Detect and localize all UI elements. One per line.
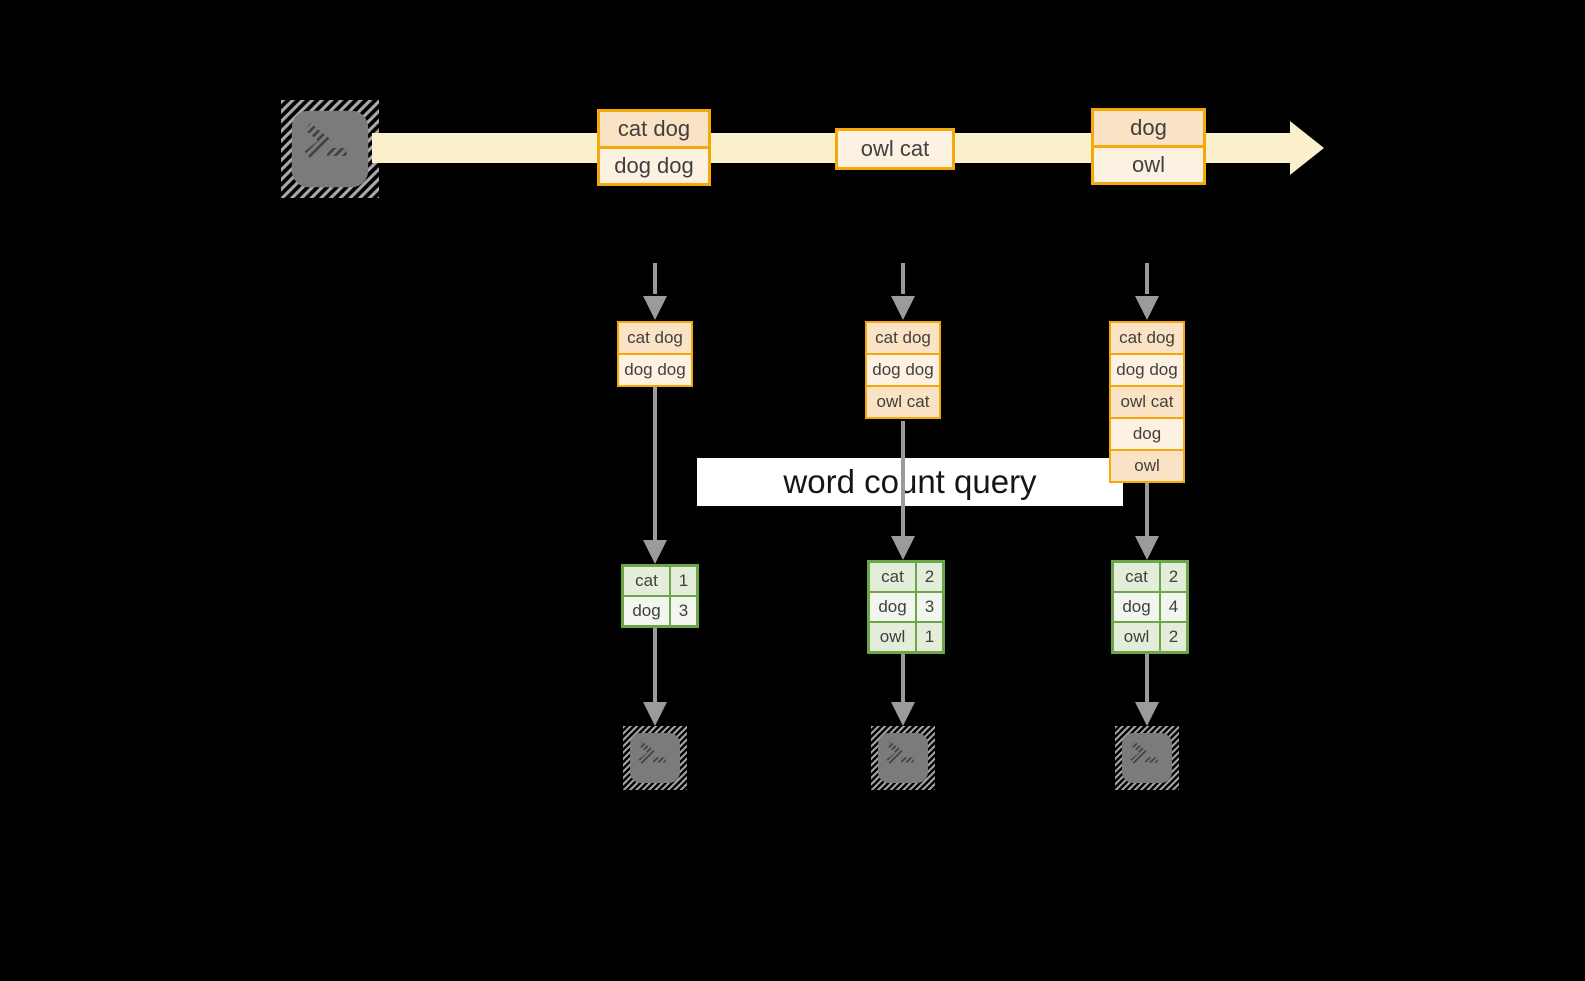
ingest-arrowhead-3 [1135,296,1159,320]
stream-event: owl [1094,145,1203,182]
buffered-event: dog dog [619,353,691,385]
stream-event-group-2: owl cat [835,128,955,170]
output-arrowhead-2 [891,702,915,726]
word-count-table-3: cat 2 dog 4 owl 2 [1111,560,1189,654]
output-arrow-line-2 [901,654,905,702]
count-cell: 3 [917,593,942,621]
output-arrowhead-1 [643,702,667,726]
terminal-output-icon-2 [871,726,935,790]
buffered-event: owl cat [867,385,939,417]
count-cell: 4 [1161,593,1186,621]
word-cell: dog [1114,593,1159,621]
count-cell: 1 [671,567,696,595]
query-arrow-line-1 [653,387,657,540]
event-buffer-1: cat dog dog dog [617,321,693,387]
terminal-source-icon [281,100,379,198]
word-cell: dog [870,593,915,621]
word-count-query-banner: word count query [697,458,1123,506]
event-buffer-2: cat dog dog dog owl cat [865,321,941,419]
terminal-output-icon-1 [623,726,687,790]
query-arrow-line-2 [901,421,905,536]
ingest-dashed-arrow-1 [653,263,657,294]
word-cell: dog [624,597,669,625]
buffered-event: owl [1111,449,1183,481]
buffered-event: cat dog [867,323,939,353]
word-count-table-2: cat 2 dog 3 owl 1 [867,560,945,654]
stream-event-group-1: cat dog dog dog [597,109,711,186]
stream-event: dog [1094,111,1203,145]
query-arrowhead-3 [1135,536,1159,560]
word-cell: cat [624,567,669,595]
word-cell: cat [1114,563,1159,591]
buffered-event: dog dog [867,353,939,385]
ingest-dashed-arrow-2 [901,263,905,294]
output-arrow-line-3 [1145,654,1149,702]
stream-event: owl cat [838,131,952,167]
stream-event-group-3: dog owl [1091,108,1206,185]
event-stream-arrowhead [1290,121,1324,175]
buffered-event: dog [1111,417,1183,449]
count-cell: 2 [1161,563,1186,591]
ingest-dashed-arrow-3 [1145,263,1149,294]
word-cell: cat [870,563,915,591]
word-count-table-1: cat 1 dog 3 [621,564,699,628]
count-cell: 2 [917,563,942,591]
buffered-event: owl cat [1111,385,1183,417]
ingest-arrowhead-1 [643,296,667,320]
ingest-arrowhead-2 [891,296,915,320]
buffered-event: dog dog [1111,353,1183,385]
count-cell: 3 [671,597,696,625]
count-cell: 1 [917,623,942,651]
word-cell: owl [870,623,915,651]
output-arrowhead-3 [1135,702,1159,726]
buffered-event: cat dog [619,323,691,353]
query-arrowhead-2 [891,536,915,560]
stream-event: cat dog [600,112,708,146]
terminal-output-icon-3 [1115,726,1179,790]
query-arrowhead-1 [643,540,667,564]
event-buffer-3: cat dog dog dog owl cat dog owl [1109,321,1185,483]
count-cell: 2 [1161,623,1186,651]
word-cell: owl [1114,623,1159,651]
query-arrow-line-3 [1145,481,1149,536]
buffered-event: cat dog [1111,323,1183,353]
stream-event: dog dog [600,146,708,183]
output-arrow-line-1 [653,628,657,702]
